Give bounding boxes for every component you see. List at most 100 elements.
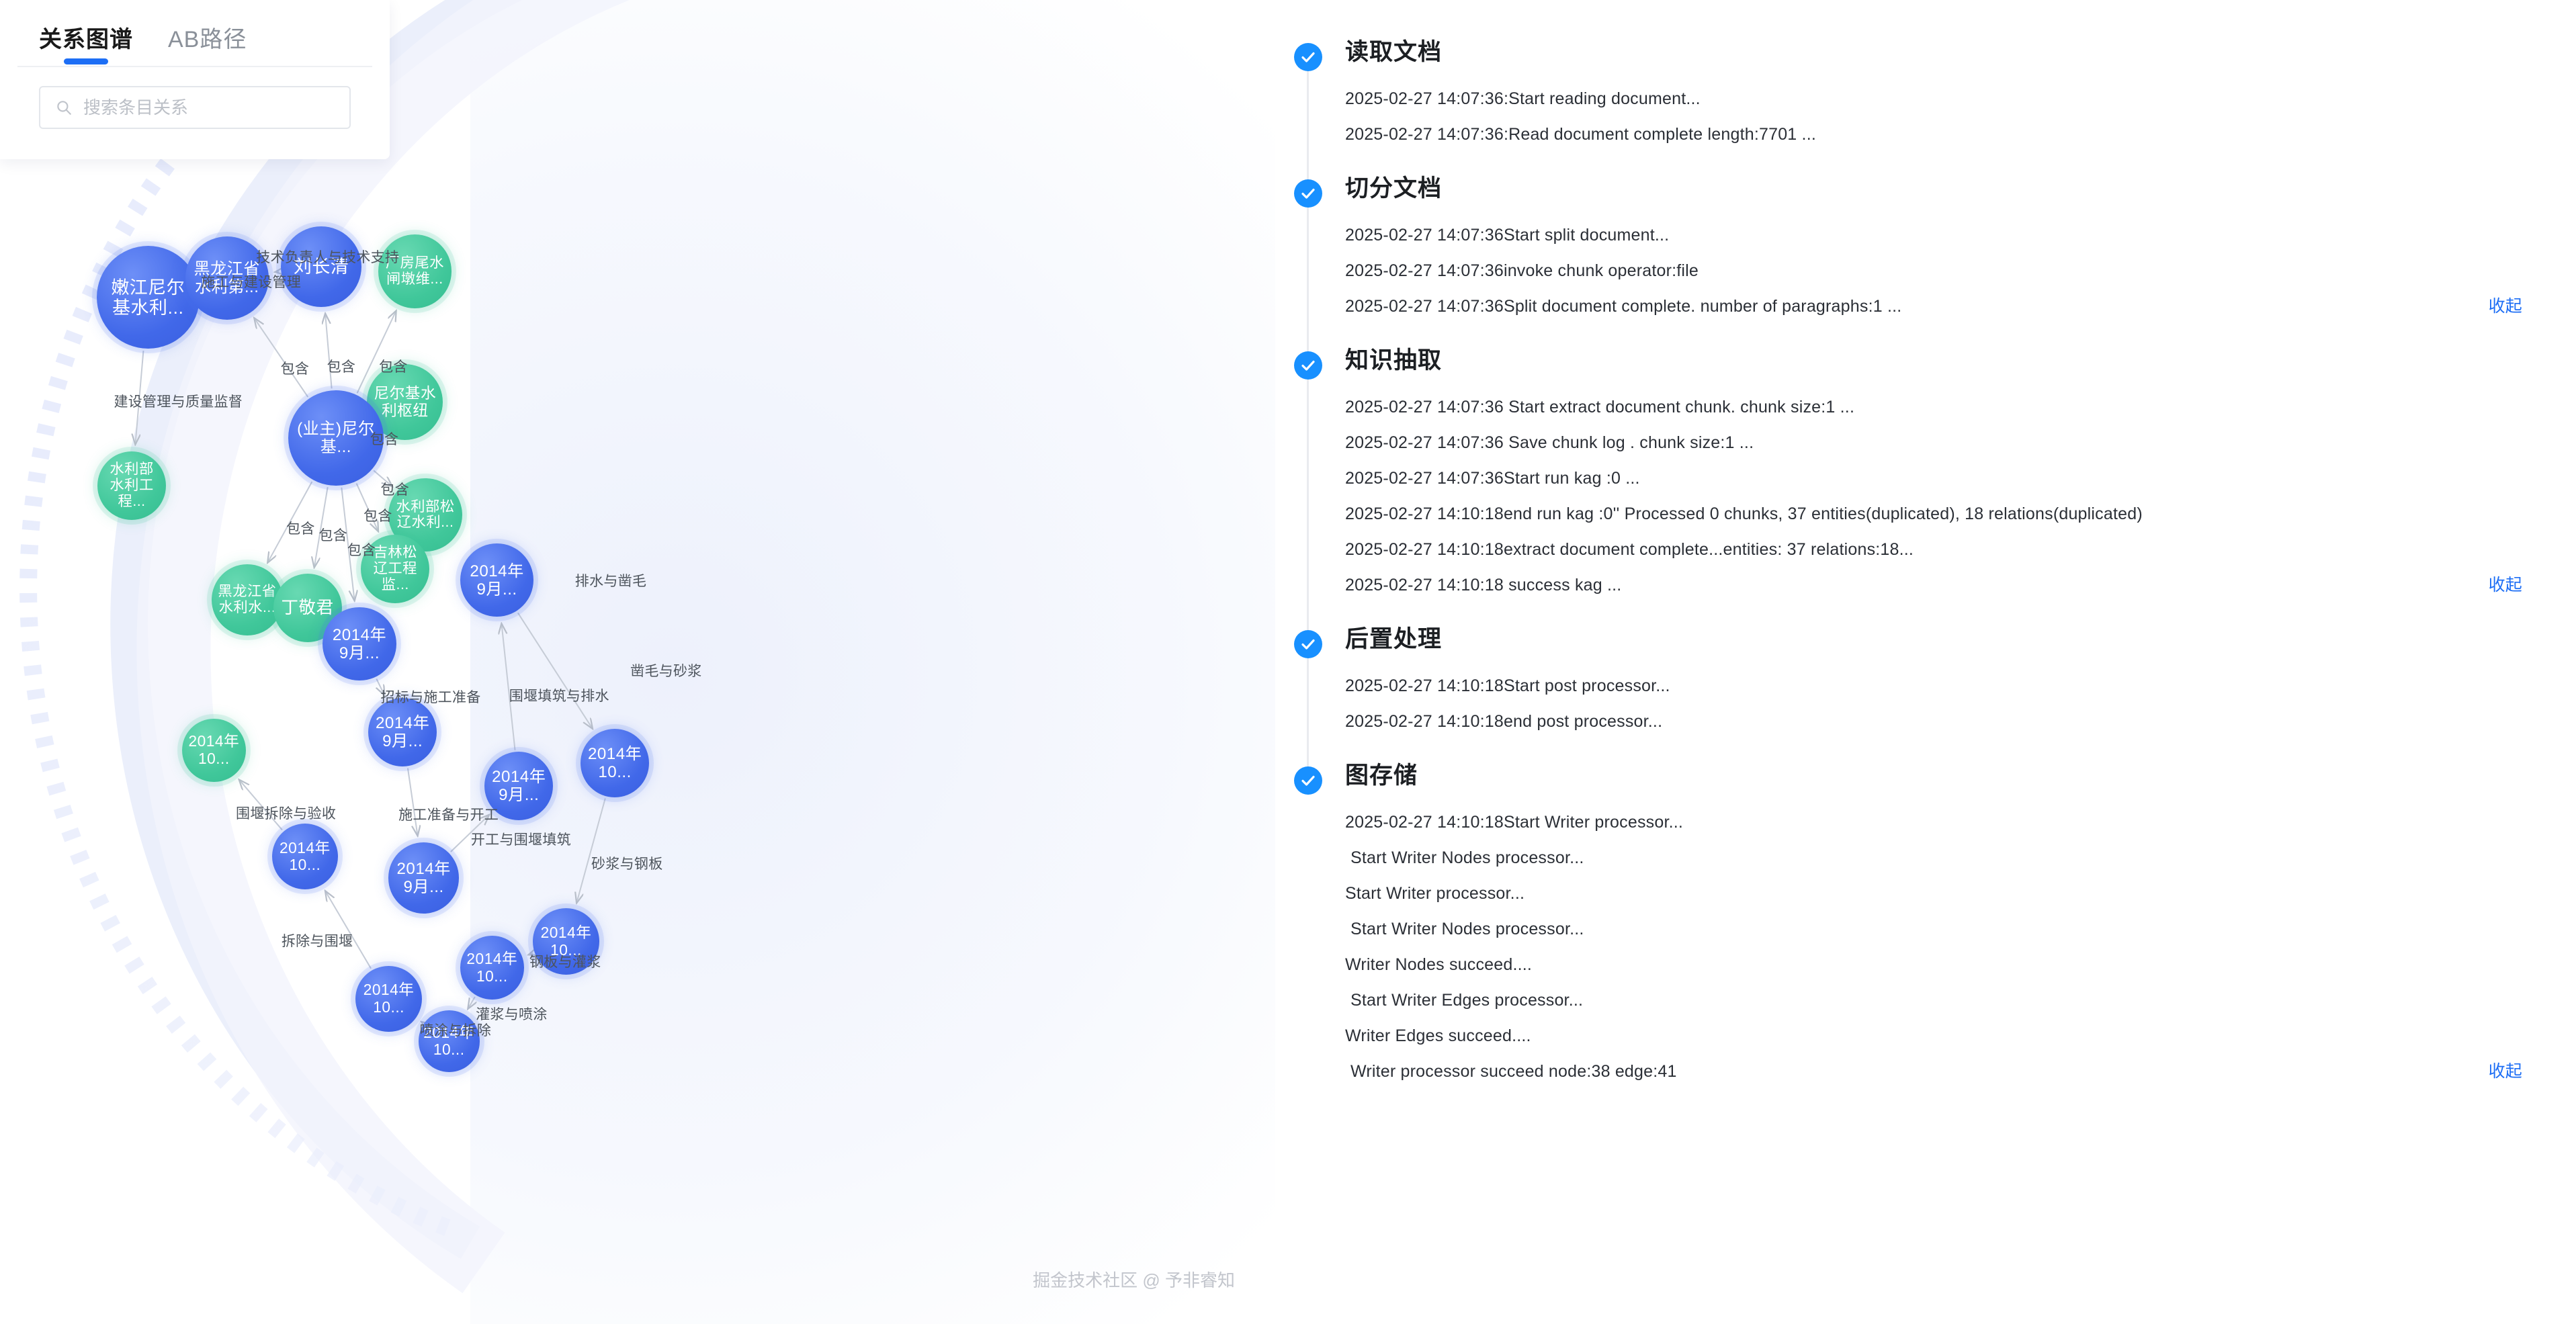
graph-node[interactable]: 2014年10...: [355, 965, 422, 1032]
pipeline-step: 知识抽取 2025-02-27 14:07:36 Start extract do…: [1275, 347, 2576, 652]
log-line: 2025-02-27 14:07:36invoke chunk operator…: [1345, 261, 1699, 280]
log-line: 2025-02-27 14:07:36Start run kag :0 ...: [1345, 469, 1640, 488]
log-line: 2025-02-27 14:10:18extract document comp…: [1345, 540, 1914, 559]
collapse-link[interactable]: 收起: [2488, 576, 2522, 594]
graph-edge-label: 围堰拆除与验收: [236, 805, 337, 822]
step-log-lines: 2025-02-27 14:07:36 Start extract docume…: [1345, 390, 2522, 626]
log-line: Start Writer processor...: [1345, 884, 1525, 903]
watermark-text: 掘金技术社区 @ 予非睿知: [1033, 1270, 1235, 1290]
graph-node[interactable]: 嫩江尼尔基水利...: [96, 246, 200, 349]
graph-node-label: 2014年9月...: [492, 768, 546, 805]
graph-node-label: 2014年10...: [188, 732, 240, 767]
graph-node[interactable]: 2014年10...: [581, 729, 650, 798]
graph-node[interactable]: 2014年9月...: [323, 607, 396, 681]
graph-node[interactable]: 黑龙江省水利水...: [212, 564, 283, 635]
pipeline-steps: 读取文档 2025-02-27 14:07:36:Start reading do…: [1275, 39, 2576, 1112]
graph-edge: [406, 768, 418, 836]
log-line: 2025-02-27 14:07:36:Start reading docume…: [1345, 89, 1701, 108]
graph-node-label: 尼尔基水利枢纽: [374, 384, 437, 419]
graph-edge-label: 技术负责人与技术支持: [256, 250, 400, 266]
graph-edge: [325, 314, 333, 389]
log-line: Writer processor succeed node:38 edge:41…: [1350, 1062, 2522, 1081]
step-title: 后置处理: [1345, 626, 1443, 652]
knowledge-graph-panel[interactable]: 嫩江尼尔基水利...黑龙江省水利第...刘长清厂房尾水闸墩维...水利部水利工程…: [0, 0, 1275, 1324]
graph-node[interactable]: 水利部水利工程...: [97, 451, 167, 520]
graph-node-label: 2014年10...: [587, 745, 642, 782]
step-title: 读取文档: [1345, 39, 1443, 65]
check-circle-icon: [1294, 630, 1322, 658]
graph-node-label: 2014年9月...: [332, 625, 387, 662]
graph-edge-label: 围堰填筑与排水: [509, 688, 609, 704]
step-connector-line: [1307, 56, 1309, 201]
log-line: 2025-02-27 14:07:36:Read document comple…: [1345, 125, 1816, 144]
canvas-background-wash: [470, 0, 1275, 1324]
graph-edge-label: 包含: [327, 359, 356, 376]
graph-node-label: 2014年10...: [363, 981, 415, 1016]
graph-node[interactable]: 2014年9月...: [368, 698, 437, 767]
graph-edge-label: 建设管理与质量监督: [114, 394, 243, 410]
graph-node-label: 水利部水利工程...: [110, 460, 154, 509]
graph-edge: [576, 798, 606, 903]
graph-edge-label: 包含: [286, 521, 315, 537]
log-line: Start Writer Edges processor...: [1350, 991, 1584, 1010]
graph-node-label: 黑龙江省水利水...: [218, 583, 277, 616]
step-title: 切分文档: [1345, 175, 1443, 202]
graph-edge-label: 包含: [379, 359, 408, 376]
graph-node-label: 水利部松辽水利...: [396, 498, 455, 531]
graph-node-label: 2014年9月...: [470, 562, 524, 599]
search-input[interactable]: [83, 97, 335, 118]
check-circle-icon: [1294, 351, 1322, 380]
graph-node-label: 2014年10...: [280, 838, 331, 874]
graph-edge-label: 排水与凿毛: [574, 574, 647, 590]
graph-node[interactable]: 2014年10...: [271, 823, 339, 890]
graph-toolbar: 关系图谱 AB路径: [0, 0, 390, 159]
check-circle-icon: [1294, 179, 1322, 208]
step-title: 知识抽取: [1345, 347, 1443, 373]
graph-node[interactable]: 2014年10...: [460, 936, 524, 1000]
graph-edge-label: 包含: [370, 431, 399, 447]
graph-node[interactable]: 厂房尾水闸墩维...: [378, 234, 452, 308]
graph-node-label: 2014年9月...: [376, 714, 430, 751]
search-box[interactable]: [39, 86, 351, 129]
graph-edge-label: 包含: [280, 361, 310, 377]
graph-edge-label: 砂浆与钢板: [591, 856, 663, 873]
graph-edge-label: 开工与围堰填筑: [470, 832, 571, 848]
tab-relation-graph[interactable]: 关系图谱: [39, 21, 133, 66]
pipeline-step: 切分文档 2025-02-27 14:07:36Start split docum…: [1275, 175, 2576, 373]
log-line: Writer Nodes succeed....: [1345, 955, 1533, 974]
check-circle-icon: [1294, 43, 1322, 71]
graph-node[interactable]: (业主)尼尔基...: [288, 390, 384, 486]
check-circle-icon: [1294, 766, 1322, 795]
collapse-link[interactable]: 收起: [2488, 297, 2522, 316]
log-line: 2025-02-27 14:07:36Start split document.…: [1345, 226, 1670, 245]
graph-edge-label: 招标与施工准备: [380, 690, 481, 705]
graph-edge-label: 包含: [363, 508, 392, 524]
log-line: Writer Edges succeed....: [1345, 1026, 1531, 1045]
log-line: 2025-02-27 14:07:36 Start extract docume…: [1345, 398, 1855, 416]
collapse-link[interactable]: 收起: [2488, 1062, 2522, 1081]
graph-node-label: 丁敬君: [281, 598, 334, 617]
step-log-lines: 2025-02-27 14:07:36:Start reading docume…: [1345, 81, 2522, 175]
graph-node[interactable]: 2014年9月...: [460, 543, 534, 617]
step-log-lines: 2025-02-27 14:07:36Start split document.…: [1345, 218, 2522, 347]
tab-ab-path[interactable]: AB路径: [168, 27, 247, 52]
graph-edge-label: 喷涂与拆除: [419, 1023, 492, 1039]
graph-edge-label: 包含: [347, 543, 376, 558]
graph-node[interactable]: 2014年10...: [181, 718, 246, 783]
search-icon: [55, 99, 73, 116]
log-line: 2025-02-27 14:10:18end post processor...: [1345, 712, 1663, 731]
pipeline-step: 读取文档 2025-02-27 14:07:36:Start reading do…: [1275, 39, 2576, 201]
graph-edge-label: 施工准备与开工: [398, 807, 499, 824]
log-line: 2025-02-27 14:10:18Start Writer processo…: [1345, 813, 1684, 832]
step-connector-line: [1307, 644, 1309, 788]
graph-tabs[interactable]: 关系图谱 AB路径: [0, 0, 390, 66]
pipeline-log-panel: 读取文档 2025-02-27 14:07:36:Start reading do…: [1275, 0, 2576, 1324]
log-line: Start Writer Nodes processor...: [1350, 848, 1584, 867]
graph-edge-label: 拆除与围堰: [281, 933, 353, 949]
graph-edge-label: 包含: [380, 482, 410, 498]
graph-edge: [517, 612, 593, 729]
graph-node[interactable]: 2014年9月...: [388, 842, 460, 914]
graph-node-label: (业主)尼尔基...: [297, 420, 375, 457]
